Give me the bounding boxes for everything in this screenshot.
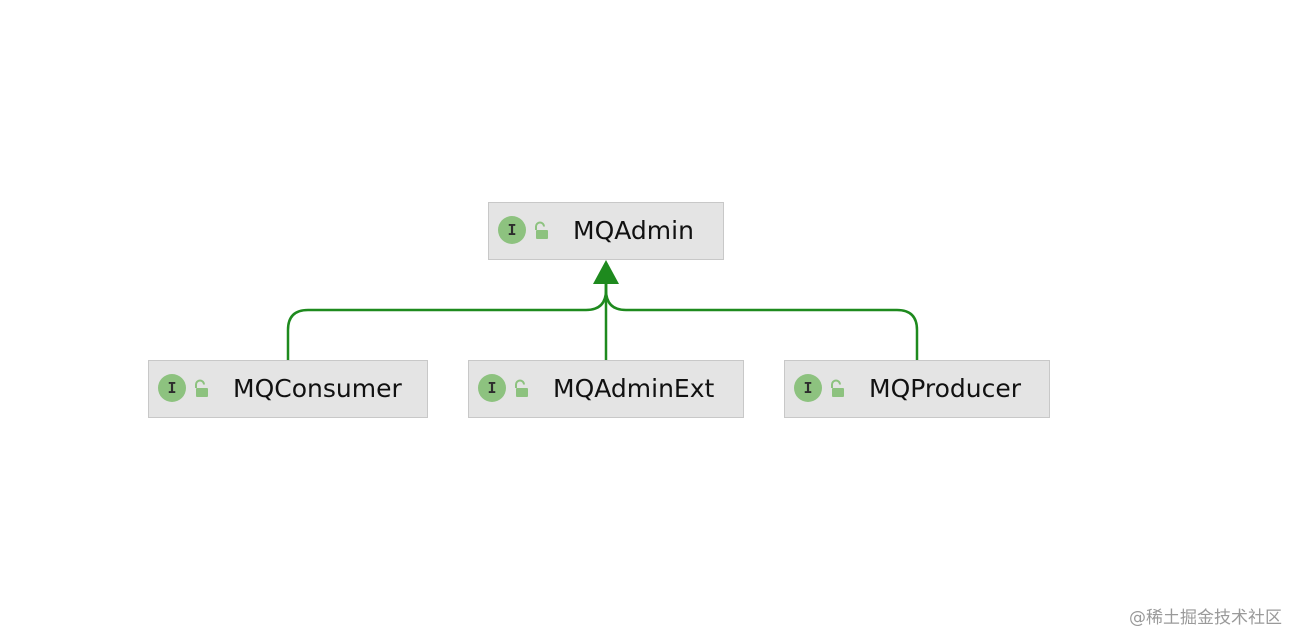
watermark: @稀土掘金技术社区 [1129, 608, 1282, 628]
unlocked-icon [831, 379, 844, 397]
edge-mqconsumer-to-mqadmin [286, 283, 608, 360]
unlocked-icon [535, 221, 548, 239]
edge-mqproducer-to-mqadmin [604, 283, 919, 360]
node-mqadmin[interactable]: I MQAdmin [488, 202, 724, 260]
node-label: MQAdminExt [553, 374, 715, 403]
inheritance-arrowhead [593, 260, 619, 284]
interface-icon: I [498, 216, 526, 244]
node-mqadminext[interactable]: I MQAdminExt [468, 360, 744, 418]
interface-icon: I [158, 374, 186, 402]
inheritance-edges [286, 283, 919, 360]
interface-icon: I [794, 374, 822, 402]
node-label: MQProducer [869, 374, 1022, 403]
node-mqproducer[interactable]: I MQProducer [784, 360, 1050, 418]
unlocked-icon [515, 379, 528, 397]
interface-icon: I [478, 374, 506, 402]
unlocked-icon [195, 379, 208, 397]
node-label: MQAdmin [573, 216, 694, 245]
node-mqconsumer[interactable]: I MQConsumer [148, 360, 428, 418]
node-label: MQConsumer [233, 374, 402, 403]
